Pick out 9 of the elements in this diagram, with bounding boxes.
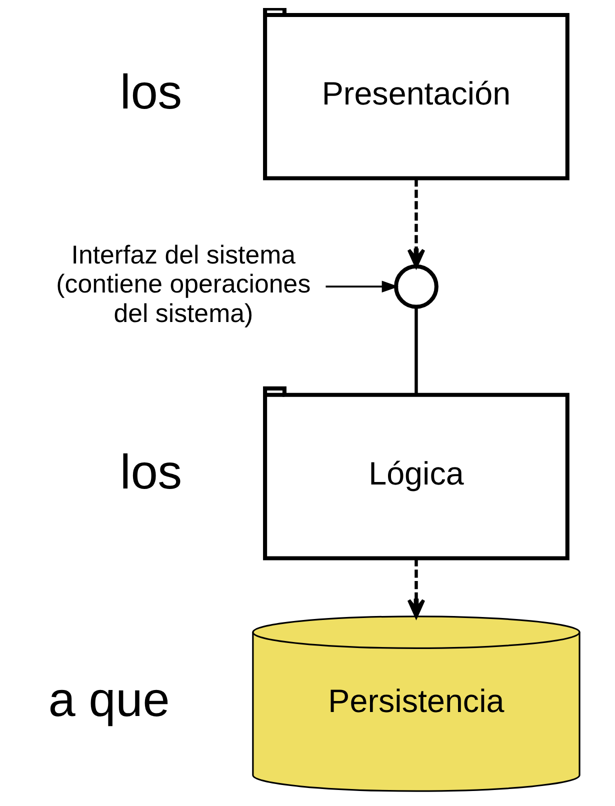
label: a que: [48, 672, 170, 727]
arrow: [407, 558, 426, 618]
label: los: [120, 446, 182, 500]
label: los: [120, 66, 182, 120]
node-circle: [394, 264, 438, 309]
node-text: Interfaz del sistema (contiene operaciones del sistema): [56, 242, 311, 328]
arrow: [407, 178, 426, 268]
connector: [414, 308, 418, 395]
arrow: [326, 280, 399, 292]
